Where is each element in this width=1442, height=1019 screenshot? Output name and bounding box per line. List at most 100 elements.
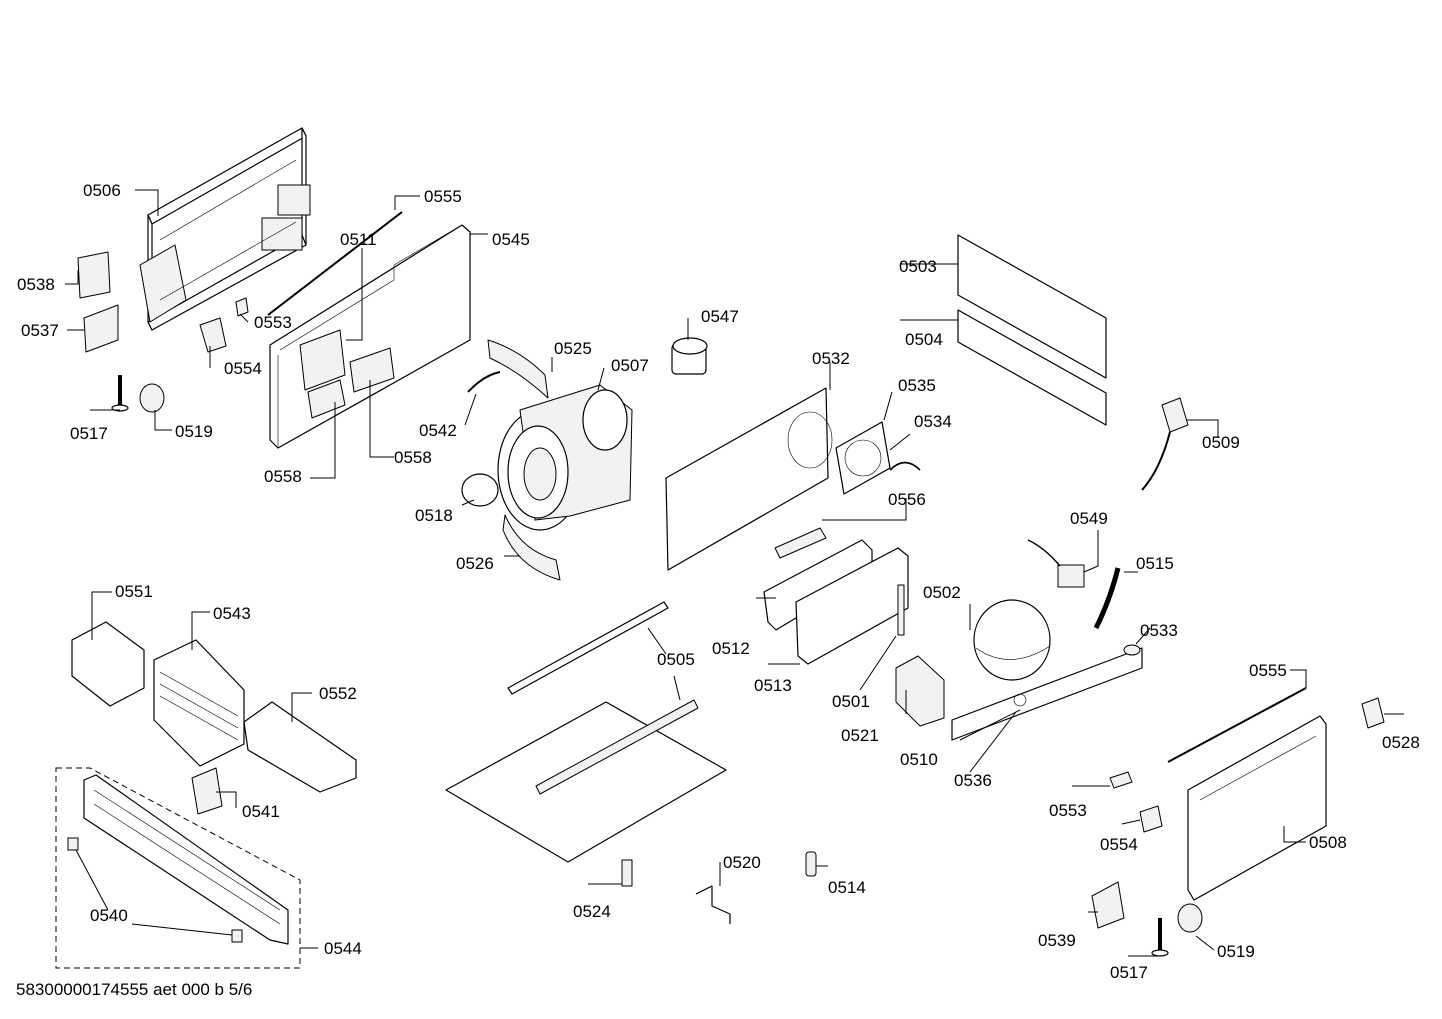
part-0525-shroud	[487, 339, 549, 399]
part-0553-pin	[235, 297, 249, 317]
label-0515: 0515	[1136, 554, 1174, 573]
label-0532: 0532	[812, 349, 850, 368]
label-0533: 0533	[1140, 621, 1178, 640]
label-0510: 0510	[900, 750, 938, 769]
label-0558-b: 0558	[394, 448, 432, 467]
label-0501: 0501	[832, 692, 870, 711]
label-0545: 0545	[492, 230, 530, 249]
part-0541-plate	[191, 767, 223, 815]
part-0510-hole	[1013, 693, 1027, 707]
part-0510-base	[951, 647, 1143, 741]
label-0551: 0551	[115, 582, 153, 601]
label-0556: 0556	[888, 490, 926, 509]
part-0520-bracket	[695, 885, 731, 924]
part-0552-trough	[243, 701, 357, 793]
part-0514-spacer	[805, 851, 817, 877]
part-0502-compressor	[973, 599, 1051, 681]
label-0519-right: 0519	[1217, 942, 1255, 961]
part-0508-bracket	[1187, 715, 1327, 901]
part-0515-hose	[1093, 567, 1121, 630]
label-0549: 0549	[1070, 509, 1108, 528]
label-0506: 0506	[83, 181, 121, 200]
label-0539: 0539	[1038, 931, 1076, 950]
label-0503: 0503	[899, 257, 937, 276]
part-0507-fan-motor	[497, 384, 633, 531]
label-0525: 0525	[554, 339, 592, 358]
part-0519-hinge-right	[1177, 903, 1203, 933]
part-0553-pin-right	[1109, 771, 1133, 789]
label-0534: 0534	[914, 412, 952, 431]
part-0555-rod-right	[1167, 687, 1307, 763]
part-0543-grille	[153, 639, 245, 767]
part-0517-screw	[111, 375, 129, 412]
label-0541: 0541	[242, 802, 280, 821]
part-0549-relay	[1027, 539, 1085, 588]
part-0539-cover	[1091, 881, 1125, 929]
part-0538-cover	[77, 251, 111, 299]
label-0543: 0543	[213, 604, 251, 623]
label-0526: 0526	[456, 554, 494, 573]
part-0501-drier	[897, 584, 905, 636]
leader-lines	[65, 189, 1404, 957]
drawing-reference: 58300000174555 aet 000 b 5/6	[16, 980, 253, 999]
part-0509-power-cord	[1141, 397, 1189, 491]
label-0555-top: 0555	[424, 187, 462, 206]
part-0503-panel	[957, 234, 1107, 379]
label-0519-top: 0519	[175, 422, 213, 441]
part-0526-shroud	[502, 514, 561, 581]
label-0553-top: 0553	[254, 313, 292, 332]
label-0540: 0540	[90, 906, 128, 925]
part-0540-clip-a	[67, 837, 79, 851]
part-0558-relay-b	[349, 347, 395, 393]
label-0528: 0528	[1382, 733, 1420, 752]
label-0509: 0509	[1202, 433, 1240, 452]
part-0511-switch	[299, 329, 346, 391]
label-0537: 0537	[21, 321, 59, 340]
part-0534-cable	[889, 461, 921, 471]
label-0520: 0520	[723, 853, 761, 872]
part-0517-screw-right	[1151, 918, 1169, 957]
part-0547-cap	[671, 337, 708, 375]
label-0517-top: 0517	[70, 424, 108, 443]
part-0535-fan	[835, 421, 891, 495]
label-0544: 0544	[324, 939, 362, 958]
part-0528-switch	[1361, 697, 1385, 729]
part-0504-panel	[957, 309, 1107, 426]
part-labels: 0506 0555 0545 0538 0511 0537 0553 0554 …	[17, 181, 1420, 982]
label-0558-a: 0558	[264, 467, 302, 486]
part-0519-hinge	[139, 383, 165, 413]
label-0513: 0513	[754, 676, 792, 695]
part-0554-clip	[199, 317, 227, 353]
label-0514: 0514	[828, 878, 866, 897]
part-0513-cover	[795, 547, 909, 665]
label-0504: 0504	[905, 330, 943, 349]
part-0544-toekick	[55, 767, 301, 969]
label-0554-right: 0554	[1100, 835, 1138, 854]
part-0532-plate	[665, 387, 833, 571]
part-0540-clip-b	[231, 929, 243, 943]
label-0542: 0542	[419, 421, 457, 440]
label-0507: 0507	[611, 356, 649, 375]
label-0518: 0518	[415, 506, 453, 525]
label-0553-right: 0553	[1049, 801, 1087, 820]
label-0502: 0502	[923, 583, 961, 602]
part-0542-wire	[467, 371, 501, 393]
label-0517-right: 0517	[1110, 963, 1148, 982]
part-0555-rod-top	[267, 211, 403, 316]
part-0518-disc	[461, 473, 499, 507]
part-0505-frame	[445, 601, 727, 863]
label-0538: 0538	[17, 275, 55, 294]
label-0524: 0524	[573, 902, 611, 921]
label-0555-right: 0555	[1249, 661, 1287, 680]
label-0536: 0536	[954, 771, 992, 790]
label-0535: 0535	[898, 376, 936, 395]
part-0537-clip	[83, 304, 119, 353]
label-0508: 0508	[1309, 833, 1347, 852]
part-0551-bracket	[71, 621, 145, 707]
part-0558-relay-a	[307, 379, 346, 419]
label-0521: 0521	[841, 726, 879, 745]
part-0533-grommet	[1123, 644, 1141, 656]
label-0505: 0505	[657, 650, 695, 669]
part-0554-clip-right	[1139, 805, 1163, 833]
part-0506-bracket	[139, 127, 311, 331]
